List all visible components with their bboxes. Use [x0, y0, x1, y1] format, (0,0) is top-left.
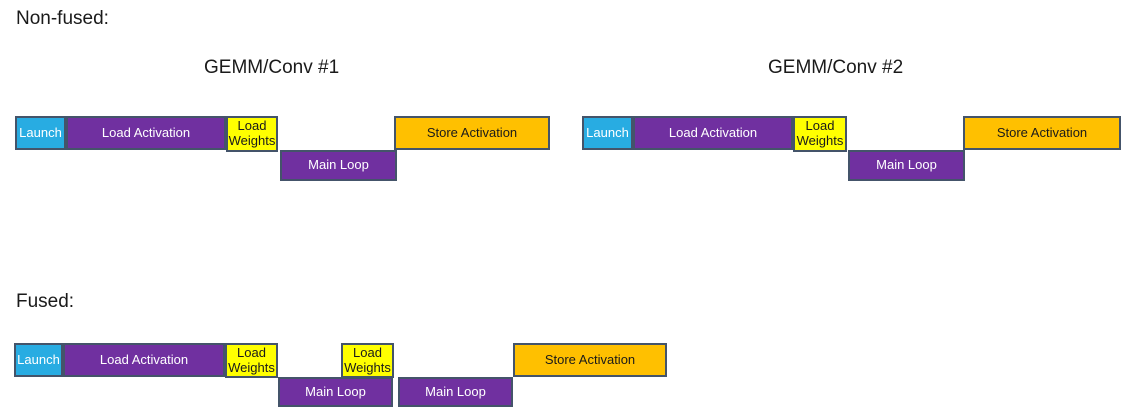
block-load-weights: Load Weights [341, 343, 394, 378]
block-load-activation: Load Activation [63, 343, 225, 377]
fused-section-label: Fused: [16, 291, 75, 312]
block-main-loop: Main Loop [280, 150, 397, 181]
gemm-conv-1-title: GEMM/Conv #1 [204, 57, 340, 78]
block-load-activation: Load Activation [633, 116, 793, 150]
block-load-activation: Load Activation [66, 116, 226, 150]
block-main-loop: Main Loop [398, 377, 513, 407]
block-launch: Launch [582, 116, 633, 150]
block-store-activation: Store Activation [963, 116, 1121, 150]
block-load-weights: Load Weights [793, 116, 847, 152]
block-launch: Launch [14, 343, 63, 377]
block-load-weights: Load Weights [226, 116, 278, 152]
block-store-activation: Store Activation [394, 116, 550, 150]
nonfused-section-label: Non-fused: [16, 8, 109, 29]
gemm-conv-2-title: GEMM/Conv #2 [768, 57, 904, 78]
block-launch: Launch [15, 116, 66, 150]
block-load-weights: Load Weights [225, 343, 278, 378]
block-store-activation: Store Activation [513, 343, 667, 377]
block-main-loop: Main Loop [278, 377, 393, 407]
block-main-loop: Main Loop [848, 150, 965, 181]
